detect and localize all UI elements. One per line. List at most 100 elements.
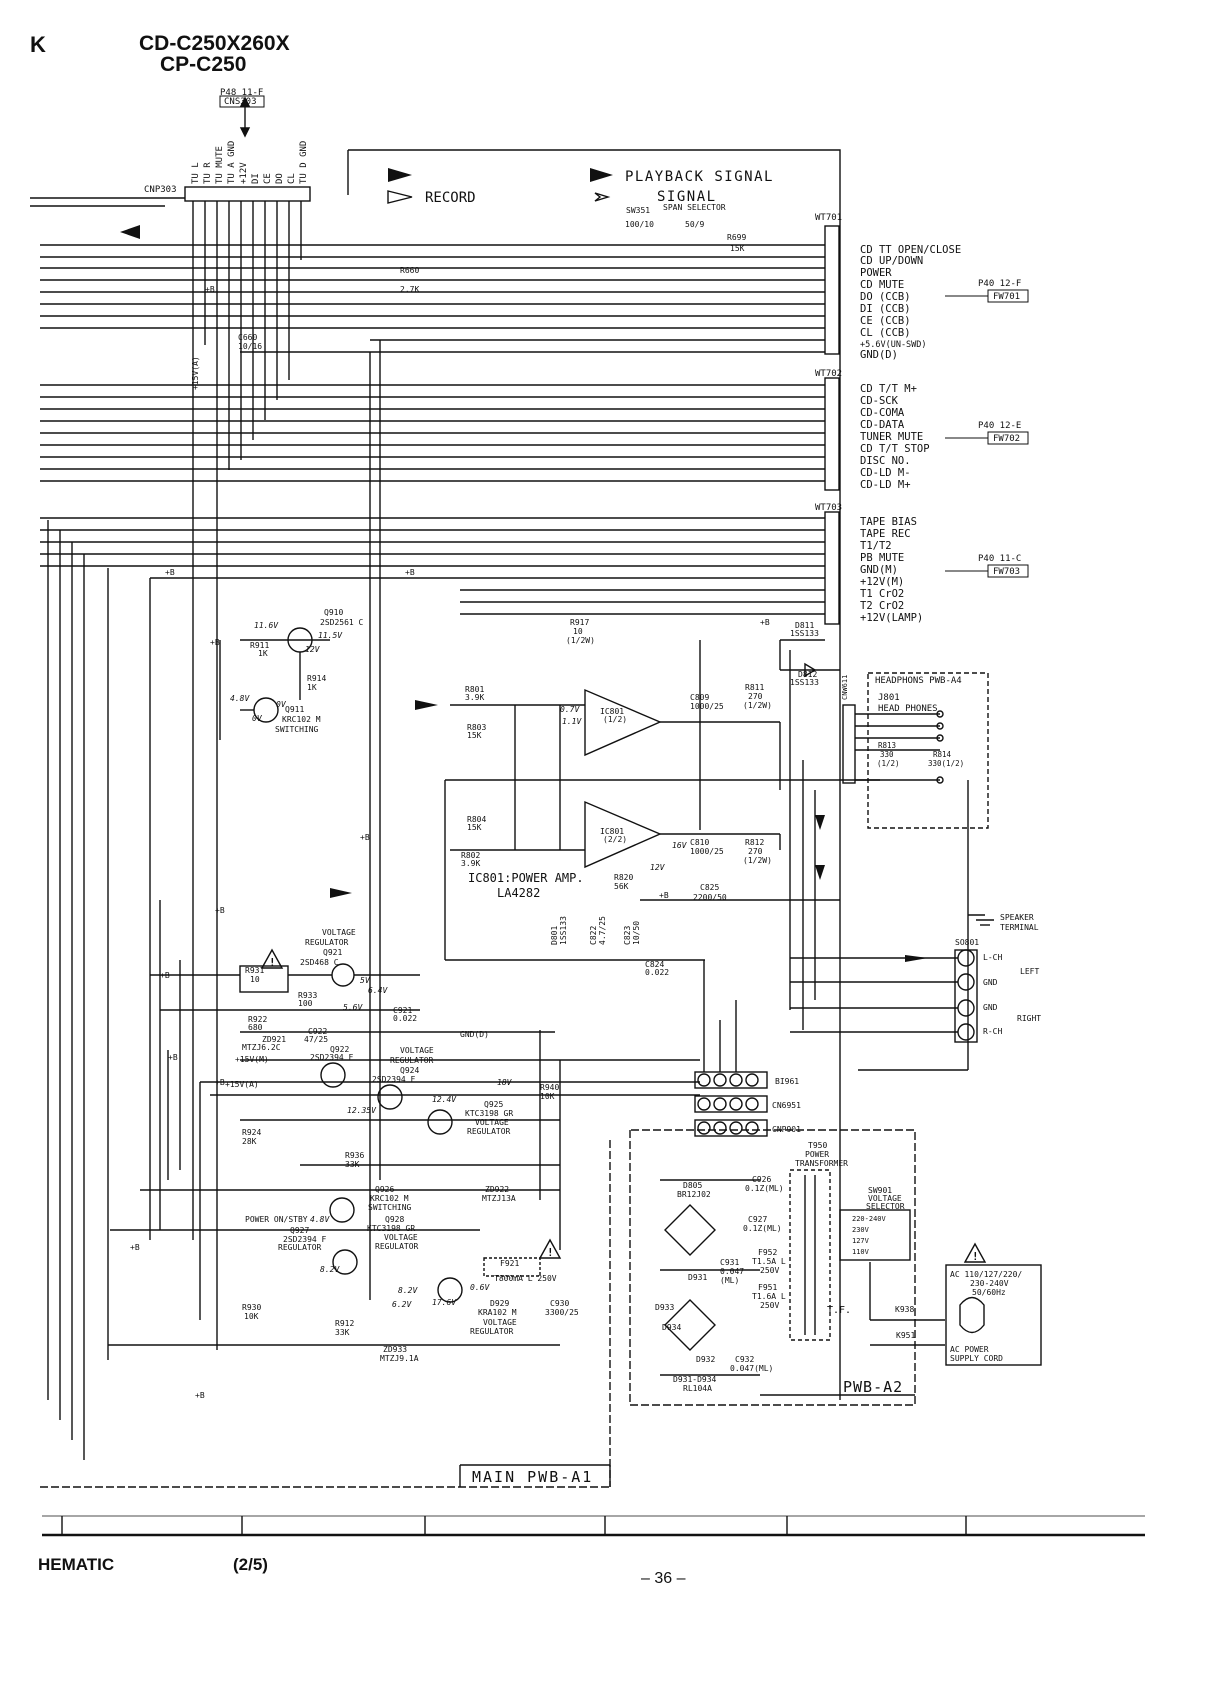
c926-label: C926 (752, 1175, 771, 1184)
q928-name: KTC3198 GR (367, 1224, 415, 1233)
tf-label: T.F. (827, 1305, 851, 1316)
speaker-gnd-1: GND (983, 978, 998, 987)
voltage-0: 11.6V (254, 621, 279, 630)
d805-label: D805 (683, 1181, 702, 1190)
footer-schematic-label: HEMATIC (38, 1555, 115, 1574)
wt703-signal-1: TAPE REC (860, 528, 911, 540)
wt702-label: WT702 (815, 369, 842, 379)
plus-b-label-1: +B (205, 285, 215, 294)
voltage-16: 12V (650, 863, 666, 872)
warning-icon (963, 1242, 987, 1263)
r931-label: R931 (245, 966, 264, 975)
voltage-2: 12V (305, 645, 321, 654)
r803-label: R803 (467, 723, 486, 732)
j801-label: J801 (878, 693, 900, 703)
c825-value: 2200/50 (693, 893, 727, 902)
c926-value: 0.1Z(ML) (745, 1184, 784, 1193)
r931-value: 10 (250, 975, 260, 984)
vreg2-title-2: REGULATOR (390, 1056, 434, 1065)
vreg3-title-2: REGULATOR (467, 1127, 511, 1136)
r820-label: R820 (614, 873, 633, 882)
r912-value: 33K (335, 1328, 350, 1337)
vreg1-title-1: VOLTAGE (322, 928, 356, 937)
c930-label: C930 (550, 1299, 569, 1308)
f921-label: F921 (500, 1259, 519, 1268)
c932-label: C932 (735, 1355, 754, 1364)
t950-name: POWER (805, 1150, 829, 1159)
model-title-line1: CD-C250X260X (139, 32, 290, 55)
ac-spec-line3: 50/60Hz (972, 1288, 1006, 1297)
cnp303-pin-2: TU MUTE (215, 146, 225, 184)
wt701-signal-list: CD TT OPEN/CLOSE CD UP/DOWN POWER CD MUT… (860, 244, 961, 361)
r804-value: 15K (467, 823, 482, 832)
speaker-title-1: SPEAKER (1000, 913, 1034, 922)
wt701-signal-5: DI (CCB) (860, 303, 911, 315)
ic801-sub-a: (1/2) (603, 715, 627, 724)
d931-934-label: D931-D934 (673, 1375, 717, 1384)
ac-spec-line2: 230-240V (970, 1279, 1009, 1288)
svg-text:!: ! (269, 956, 276, 969)
f952-label: F952 (758, 1248, 777, 1257)
wt702-signal-4: TUNER MUTE (860, 431, 923, 443)
d801-name: 1SS133 (559, 916, 568, 945)
q911-label: Q911 (285, 705, 304, 714)
gnd-d-label: GND(D) (460, 1030, 489, 1039)
ac-spec-line1: AC 110/127/220/ (950, 1270, 1022, 1279)
wt703-signal-6: T1 CrO2 (860, 588, 904, 600)
r699-label: R699 (727, 233, 746, 242)
vreg5-title-2: REGULATOR (278, 1243, 322, 1252)
plus-15v-m-label: +15V(M) (235, 1055, 269, 1064)
r917-watt: (1/2W) (566, 636, 595, 645)
wt701-signal-1: CD UP/DOWN (860, 255, 923, 267)
cnp303-pin-6: CE (263, 173, 273, 184)
q927-label: Q927 (290, 1226, 309, 1235)
wt702-signal-list: CD T/T M+ CD-SCK CD-COMA CD-DATA TUNER M… (860, 383, 930, 491)
wt701-ref: P40 12-F (978, 279, 1021, 289)
ac-cord-line2: SUPPLY CORD (950, 1354, 1003, 1363)
r801-label: R801 (465, 685, 484, 694)
r699-value: 15K (730, 244, 745, 253)
c931-material: (ML) (720, 1276, 739, 1285)
legend-signal: SIGNAL (657, 189, 717, 205)
wt701-label: WT701 (815, 213, 842, 223)
f951-label: F951 (758, 1283, 777, 1292)
c809-label: C809 (690, 693, 709, 702)
ic801-sub-b: (2/2) (603, 835, 627, 844)
r660-label: R660 (400, 266, 419, 275)
vreg6-title-2: REGULATOR (470, 1327, 514, 1336)
c822-label: C822 (589, 926, 598, 945)
k938-label: K938 (895, 1305, 914, 1314)
q926-label: Q926 (375, 1185, 394, 1194)
wt701-signal-2: POWER (860, 267, 892, 279)
wt703-ref: P40 11-C (978, 554, 1021, 564)
vreg1-title-2: REGULATOR (305, 938, 349, 947)
wt701-signal-3: CD MUTE (860, 279, 904, 291)
r813-value: 330 (880, 750, 894, 759)
vreg4-title-2: REGULATOR (375, 1242, 419, 1251)
wt702-signal-0: CD T/T M+ (860, 383, 917, 395)
t950-function: TRANSFORMER (795, 1159, 848, 1168)
wt702-plug: FW702 (993, 434, 1020, 444)
cnp303-pin-7: DO (275, 173, 285, 184)
zd921-name: MTZJ6.2C (242, 1043, 281, 1052)
wt701-signal-8: +5.6V(UN-SWD) (860, 340, 927, 350)
c823-value: 10/50 (632, 921, 641, 945)
r801-value: 3.9K (465, 693, 484, 702)
k951-label: K951 (896, 1331, 915, 1340)
q921-label: Q921 (323, 948, 342, 957)
q911-name: KRC102 M (282, 715, 321, 724)
r660-value: 2.7K (400, 285, 419, 294)
r936-label: R936 (345, 1151, 364, 1160)
wt703-signal-5: +12V(M) (860, 576, 904, 588)
wt702-signal-1: CD-SCK (860, 395, 899, 407)
sw351-pos-left: 100/10 (625, 220, 654, 229)
ac-cord-line1: AC POWER (950, 1345, 989, 1354)
q910-label: Q910 (324, 608, 343, 617)
r922-value: 680 (248, 1023, 263, 1032)
r814-label: R814 (933, 750, 952, 759)
sw901-opt-2: 127V (852, 1237, 870, 1245)
plus-15v-a-label: +15V(A) (191, 356, 200, 390)
speaker-title-2: TERMINAL (1000, 923, 1039, 932)
voltage-10: 12.4V (432, 1095, 457, 1104)
c825-label: C825 (700, 883, 719, 892)
